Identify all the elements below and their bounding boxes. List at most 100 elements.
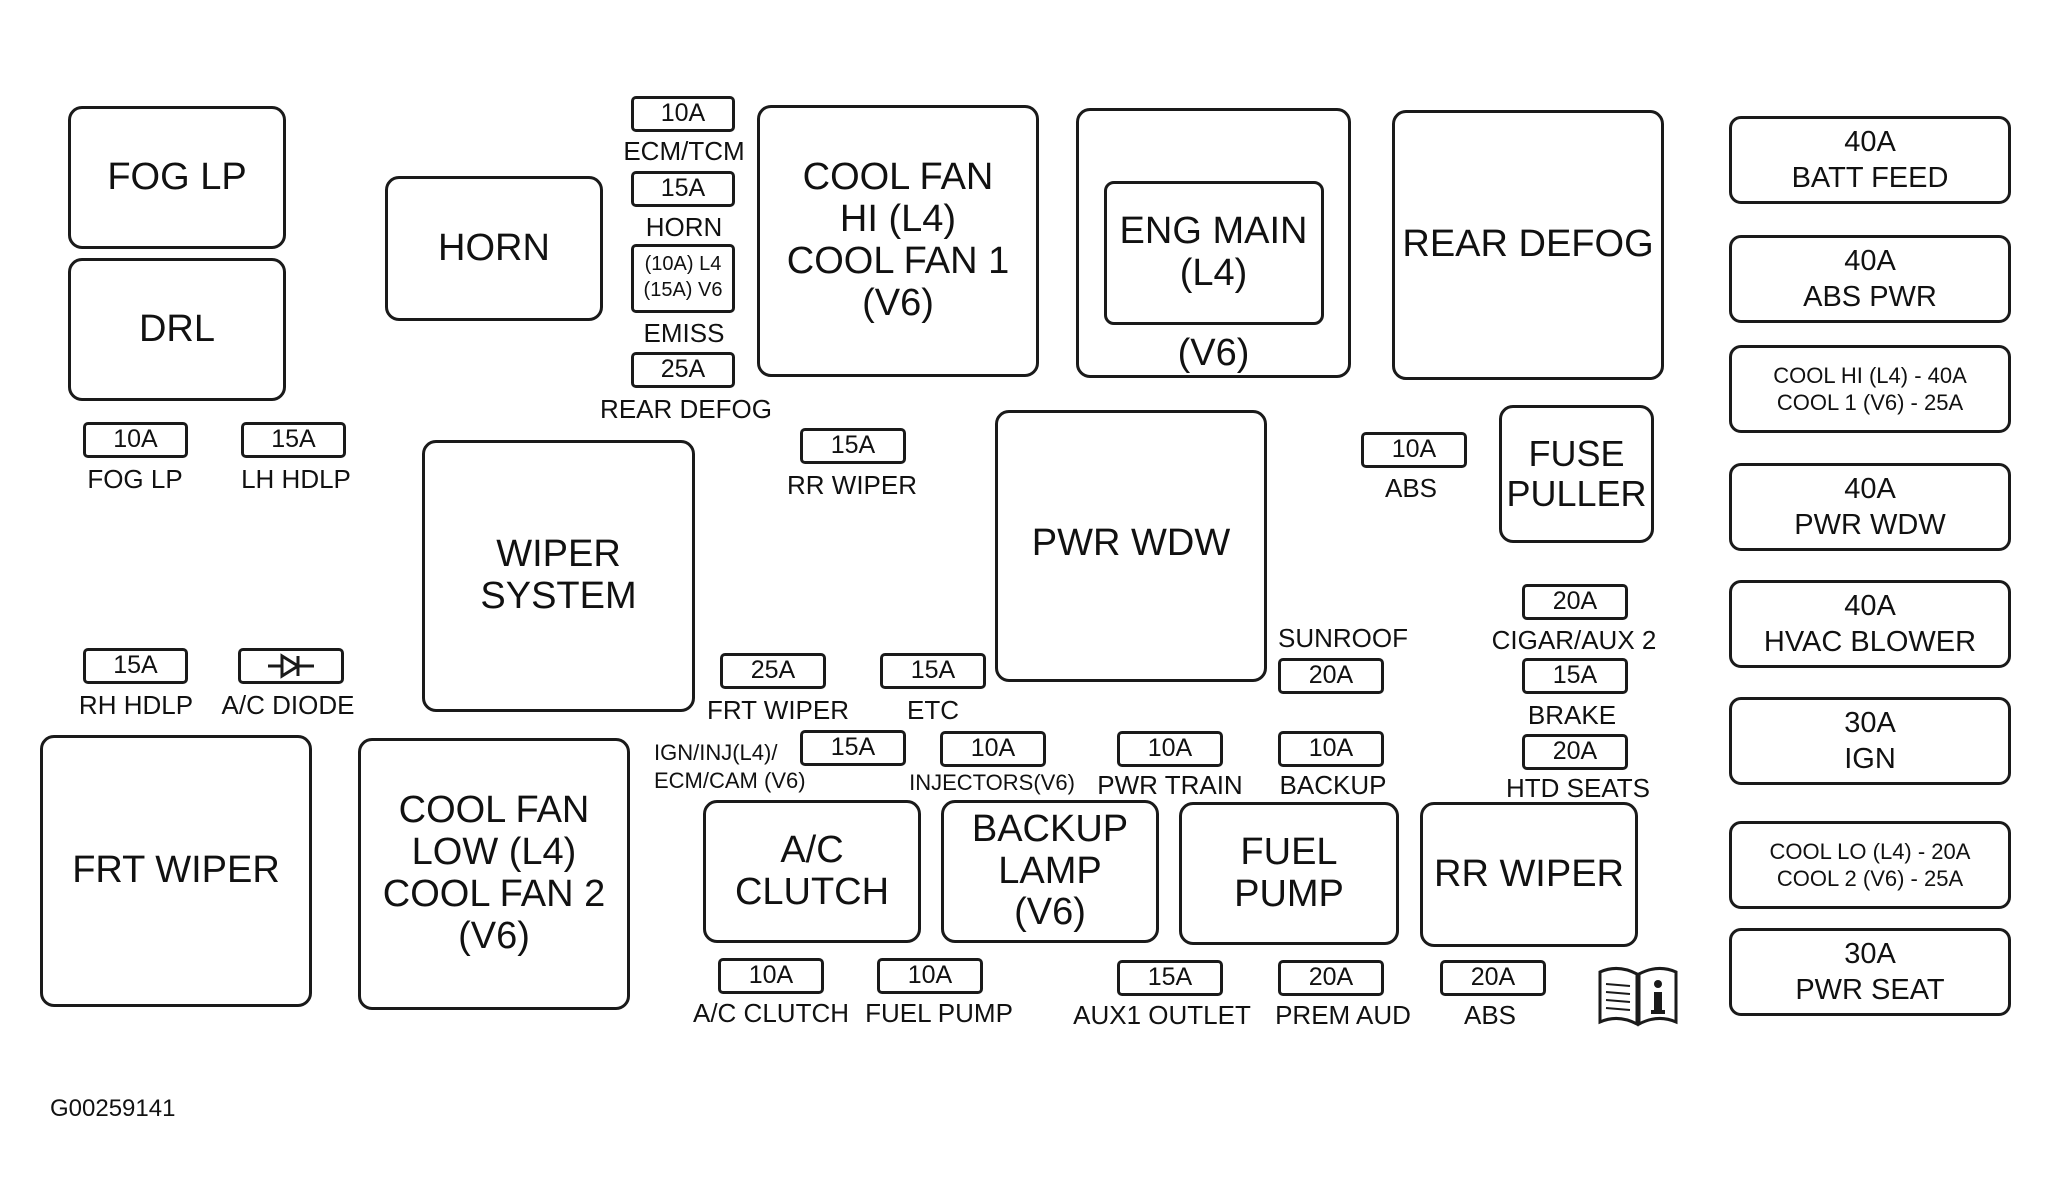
fuse-label: HORN — [645, 212, 723, 242]
relay-label: FOG LP — [107, 155, 247, 198]
relay-label: WIPER — [496, 533, 621, 576]
fuse-fuel-pump: 10A — [877, 958, 983, 994]
relay-label: PULLER — [1506, 473, 1647, 514]
fuse-label: BRAKE — [1527, 700, 1617, 730]
relay-label: ENG MAIN — [1119, 210, 1308, 253]
fuse-label: AUX1 OUTLET — [1073, 1000, 1251, 1030]
fuse-label: PREM AUD — [1275, 1000, 1411, 1030]
fuse-label: INJECTORS(V6) — [909, 770, 1075, 795]
relay-fog-lp: FOG LP — [68, 106, 286, 249]
fuse-ac-clutch: 10A — [718, 958, 824, 994]
fuse-sunroof: 20A — [1278, 658, 1384, 694]
maxi-fuse-pwr-wdw: 40A PWR WDW — [1729, 463, 2011, 551]
fuse-label: LH HDLP — [241, 464, 351, 494]
relay-label: RR WIPER — [1434, 852, 1624, 895]
fuse-label: IGN/INJ(L4)/ — [654, 740, 778, 765]
fuse-puller: FUSE PULLER — [1499, 405, 1654, 543]
figure-code: G00259141 — [50, 1095, 176, 1122]
fuse-emiss: (10A) L4 (15A) V6 — [631, 244, 735, 313]
maxi-fuse-pwr-seat: 30A PWR SEAT — [1729, 928, 2011, 1016]
fuse-label: A/C CLUTCH — [692, 998, 850, 1028]
relay-label: FUSE — [1528, 433, 1625, 475]
relay-label: (V6) — [458, 914, 530, 957]
fuse-label: FUEL PUMP — [865, 998, 1013, 1028]
relay-label: SYSTEM — [480, 575, 637, 617]
fuse-label: CIGAR/AUX 2 — [1491, 625, 1657, 655]
relay-label: (V6) — [1014, 891, 1086, 934]
fuse-fog-lp: 10A — [83, 422, 188, 458]
maxi-fuse-ign: 30A IGN — [1729, 697, 2011, 785]
relay-backup-lamp: BACKUP LAMP (V6) — [941, 800, 1159, 943]
fuse-label: SUNROOF — [1278, 623, 1408, 653]
relay-rr-wiper: RR WIPER — [1420, 802, 1638, 947]
maxi-fuse-label: PWR WDW — [1794, 509, 1946, 541]
fuse-backup: 10A — [1278, 731, 1384, 767]
fuse-rear-defog: 25A — [631, 352, 735, 388]
fuse-ecm-tcm: 10A — [631, 96, 735, 132]
relay-ac-clutch: A/C CLUTCH — [703, 800, 921, 943]
diode-symbol-icon — [268, 653, 314, 679]
fuse-lh-hdlp: 15A — [241, 422, 346, 458]
maxi-fuse-label: COOL LO (L4) - 20A — [1769, 838, 1971, 864]
maxi-fuse-label: PWR SEAT — [1795, 974, 1945, 1006]
relay-label: REAR DEFOG — [1402, 223, 1654, 266]
owners-manual-icon — [1598, 967, 1678, 1027]
ac-diode — [238, 648, 344, 684]
relay-label: (V6) — [1177, 332, 1250, 375]
fuse-label: RR WIPER — [787, 470, 917, 500]
relay-rear-defog: REAR DEFOG — [1392, 110, 1664, 380]
fuse-label: FOG LP — [87, 464, 183, 494]
fuse-label: PWR TRAIN — [1097, 770, 1243, 800]
fuse-ign-inj: 15A — [800, 730, 906, 766]
fuse-label: ABS — [1463, 1000, 1517, 1030]
maxi-fuse-label: IGN — [1844, 743, 1896, 775]
fuse-rh-hdlp: 15A — [83, 648, 188, 684]
fuse-htd-seats: 20A — [1522, 734, 1628, 770]
maxi-fuse-rating: 40A — [1844, 244, 1896, 277]
maxi-fuse-label: BATT FEED — [1791, 162, 1949, 194]
relay-label: PUMP — [1234, 872, 1344, 915]
maxi-fuse-rating: 30A — [1844, 937, 1896, 970]
maxi-fuse-abs-pwr: 40A ABS PWR — [1729, 235, 2011, 323]
relay-label: BACKUP — [971, 807, 1129, 850]
fuse-horn: 15A — [631, 171, 735, 207]
relay-label: COOL FAN — [802, 156, 994, 199]
maxi-fuse-label: ABS PWR — [1803, 281, 1937, 313]
relay-cool-fan-hi: COOL FAN HI (L4) COOL FAN 1 (V6) — [757, 105, 1039, 377]
maxi-fuse-label: COOL HI (L4) - 40A — [1773, 362, 1967, 388]
relay-label: LOW (L4) — [411, 831, 577, 874]
maxi-fuse-batt-feed: 40A BATT FEED — [1729, 116, 2011, 204]
maxi-fuse-rating: 40A — [1844, 125, 1896, 158]
relay-label: FUEL — [1240, 830, 1338, 873]
relay-label: COOL FAN 1 — [786, 240, 1010, 282]
maxi-fuse-label: HVAC BLOWER — [1763, 626, 1977, 658]
relay-label: COOL FAN — [398, 789, 590, 832]
relay-eng-main-l4: ENG MAIN (L4) — [1103, 181, 1324, 326]
fuse-abs-10a: 10A — [1361, 432, 1467, 468]
fuse-label: REAR DEFOG — [600, 394, 772, 424]
relay-label: PWR WDW — [1031, 522, 1231, 564]
fuse-frt-wiper: 25A — [720, 653, 826, 689]
fuse-abs-20a: 20A — [1440, 960, 1546, 996]
relay-label: HORN — [438, 226, 550, 269]
fuse-label: EMISS — [643, 318, 725, 348]
fuse-label: FRT WIPER — [706, 695, 850, 725]
relay-frt-wiper: FRT WIPER — [40, 735, 312, 1007]
relay-wiper-system: WIPER SYSTEM — [422, 440, 695, 712]
relay-drl: DRL — [68, 258, 286, 401]
relay-eng-main: ENG MAIN (L4) (V6) — [1076, 108, 1351, 378]
maxi-fuse-rating: 30A — [1844, 706, 1896, 739]
fuse-label: ECM/TCM — [623, 136, 745, 166]
fuse-rating: (15A) V6 — [643, 279, 723, 301]
relay-label: HI (L4) — [839, 198, 957, 241]
relay-label: COOL FAN 2 — [382, 873, 606, 915]
maxi-fuse-cool-hi: COOL HI (L4) - 40A COOL 1 (V6) - 25A — [1729, 345, 2011, 433]
fuse-etc: 15A — [880, 653, 986, 689]
fuse-rr-wiper: 15A — [800, 428, 906, 464]
fuse-aux1-outlet: 15A — [1117, 960, 1223, 996]
fuse-brake: 15A — [1522, 658, 1628, 694]
relay-label: A/C — [780, 828, 844, 871]
fuse-label: HTD SEATS — [1506, 773, 1650, 803]
maxi-fuse-cool-lo: COOL LO (L4) - 20A COOL 2 (V6) - 25A — [1729, 821, 2011, 909]
